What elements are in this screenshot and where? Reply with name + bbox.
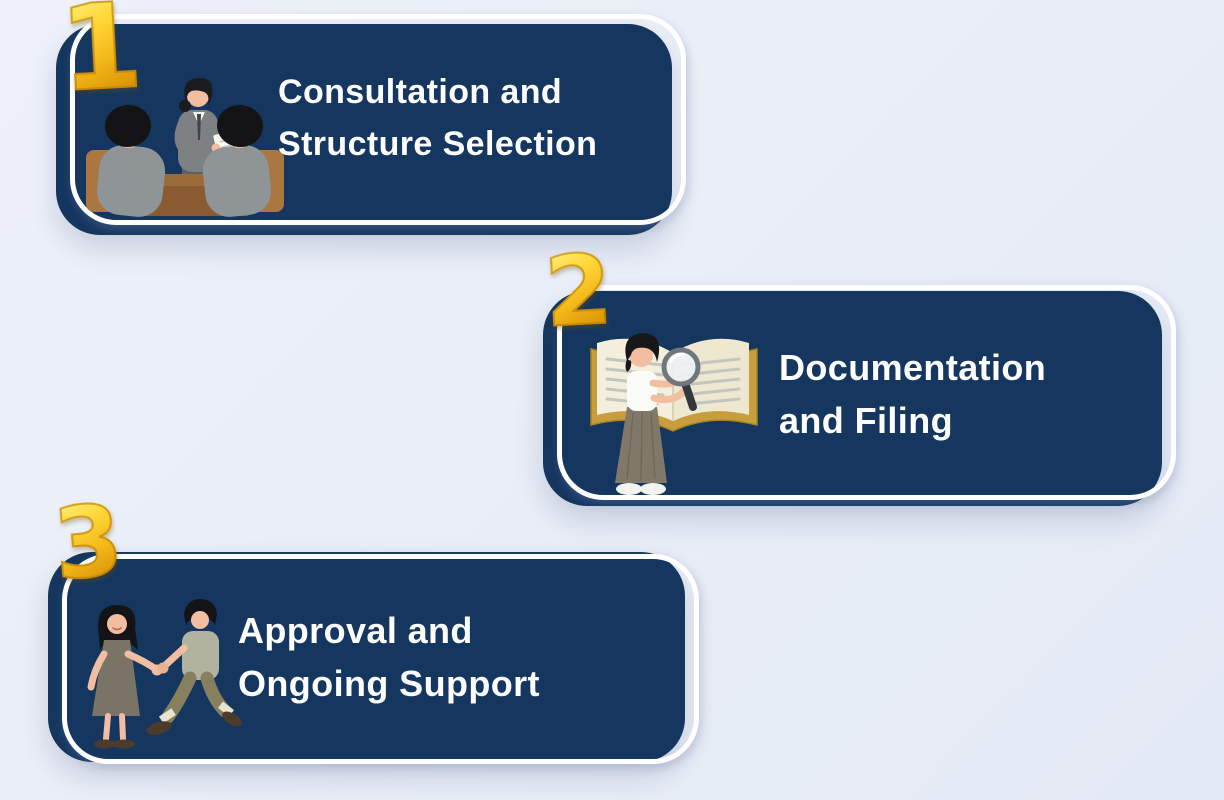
step-1-title-line-2: Structure Selection xyxy=(278,125,598,163)
step-card-2: 2 xyxy=(541,232,1176,506)
step-1-number-badge: 1 xyxy=(55,0,146,119)
step-2-title: Documentation and Filing xyxy=(779,341,1046,447)
step-2-title-line-2: and Filing xyxy=(779,400,953,441)
magnifier-icon xyxy=(661,347,701,411)
handshake-man xyxy=(146,599,242,735)
step-3-title-line-1: Approval and xyxy=(238,610,473,651)
step-1-title: Consultation and Structure Selection xyxy=(278,66,597,170)
handshake-woman xyxy=(87,605,161,749)
reader-person xyxy=(615,333,687,495)
attendee-right xyxy=(202,104,272,217)
handshake-agreement-illustration xyxy=(87,599,242,749)
step-1-title-line-1: Consultation and xyxy=(278,73,563,111)
consultation-meeting-illustration xyxy=(86,77,284,217)
book-with-magnifier-illustration xyxy=(590,333,758,495)
step-3-title: Approval and Ongoing Support xyxy=(238,604,540,710)
step-3-number-badge: 3 xyxy=(48,482,128,604)
step-card-3: 3 xyxy=(48,482,699,764)
handshake-hands xyxy=(151,662,169,676)
step-card-1: 1 xyxy=(55,0,686,235)
step-2-title-line-1: Documentation xyxy=(779,347,1047,388)
step-3-title-line-2: Ongoing Support xyxy=(238,663,540,704)
step-2-number-badge: 2 xyxy=(541,232,616,349)
attendee-left xyxy=(96,104,166,217)
